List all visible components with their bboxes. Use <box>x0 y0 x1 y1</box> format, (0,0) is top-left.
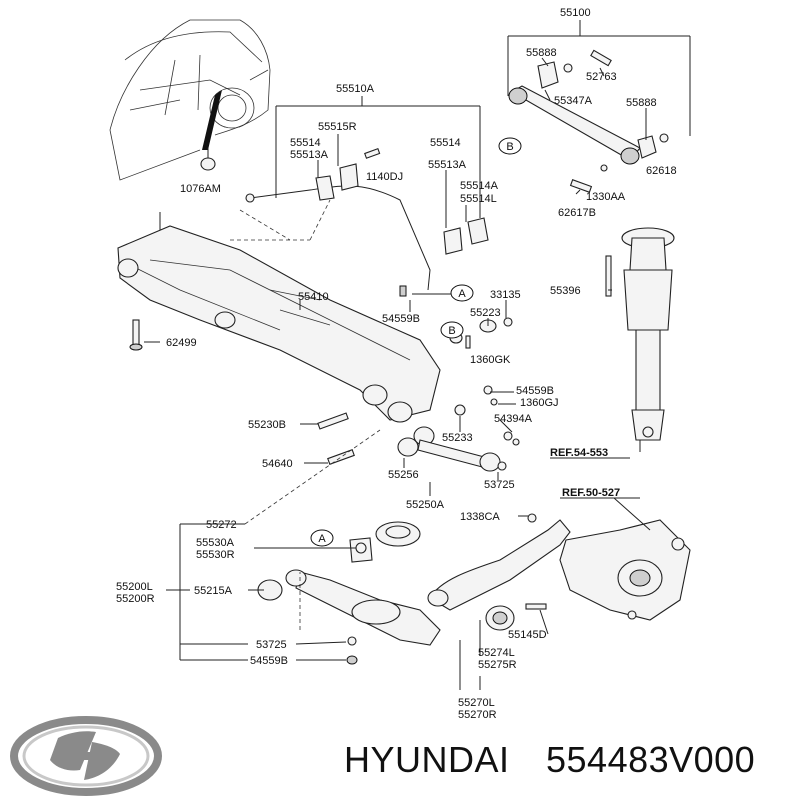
label-55514-left: 55514 <box>290 137 321 149</box>
label-55513A-right: 55513A <box>428 159 467 171</box>
car-outline-illustration <box>109 19 271 181</box>
label-55510A: 55510A <box>336 83 375 95</box>
label-62499: 62499 <box>166 337 197 349</box>
label-53725-lower: 53725 <box>256 639 287 651</box>
stabilizer-bar-illustration <box>245 148 489 297</box>
label-55514-right: 55514 <box>430 137 461 149</box>
label-55230B: 55230B <box>248 419 286 431</box>
label-1360GJ: 1360GJ <box>520 397 559 409</box>
lower-link-55250A-illustration <box>397 426 507 472</box>
label-55347A: 55347A <box>554 95 593 107</box>
label-55514A: 55514A <box>460 180 499 192</box>
label-55223: 55223 <box>470 307 501 319</box>
label-1338CA: 1338CA <box>460 511 500 523</box>
label-54559B-upper: 54559B <box>382 313 420 325</box>
label-55256: 55256 <box>388 469 419 481</box>
label-55250A: 55250A <box>406 499 445 511</box>
label-55145D: 55145D <box>508 629 547 641</box>
lower-arm-55200-illustration <box>257 521 441 665</box>
callout-b-lower <box>440 321 464 339</box>
label-ref-50-527: REF.50-527 <box>562 487 620 499</box>
label-1360GK: 1360GK <box>470 354 511 366</box>
trailing-arm-55270-illustration <box>427 513 691 631</box>
shock-absorber-illustration <box>605 227 675 441</box>
hardware-small-parts <box>317 317 520 465</box>
label-55233: 55233 <box>442 432 473 444</box>
callout-a-upper-label: A <box>458 288 466 300</box>
label-54559B-lower: 54559B <box>250 655 288 667</box>
part-number: 554483V000 <box>546 739 755 780</box>
label-62618: 62618 <box>646 165 677 177</box>
label-1076AM: 1076AM <box>180 183 221 195</box>
part-labels: 55100 55888 52763 55347A 55888 62618 133… <box>116 7 677 721</box>
callout-b-lower-label: B <box>448 325 455 337</box>
label-55100: 55100 <box>560 7 591 19</box>
label-33135: 33135 <box>490 289 521 301</box>
label-55215A: 55215A <box>194 585 233 597</box>
subframe-crossmember-illustration <box>117 212 441 423</box>
label-ref-54-553: REF.54-553 <box>550 447 608 459</box>
label-53725-upper: 53725 <box>484 479 515 491</box>
label-1330AA: 1330AA <box>586 191 626 203</box>
label-55270L: 55270L <box>458 697 495 709</box>
label-55274L: 55274L <box>478 647 515 659</box>
label-55410: 55410 <box>298 291 329 303</box>
callout-b-upper <box>498 137 522 155</box>
label-55530A: 55530A <box>196 537 235 549</box>
label-55888-upper: 55888 <box>526 47 557 59</box>
label-1140DJ: 1140DJ <box>366 171 403 183</box>
upper-link-55100-illustration <box>508 49 669 193</box>
brand-name: HYUNDAI <box>344 739 510 780</box>
callout-a-lower <box>310 529 334 547</box>
label-55272: 55272 <box>206 519 237 531</box>
callout-b-upper-label: B <box>506 141 513 153</box>
label-55513A-left: 55513A <box>290 149 329 161</box>
label-55200R: 55200R <box>116 593 155 605</box>
label-62617B: 62617B <box>558 207 596 219</box>
label-55200L: 55200L <box>116 581 153 593</box>
callout-markers: B A B A <box>310 137 522 547</box>
label-55270R: 55270R <box>458 709 497 721</box>
label-55515R: 55515R <box>318 121 357 133</box>
label-55530R: 55530R <box>196 549 235 561</box>
label-55396: 55396 <box>550 285 581 297</box>
label-52763: 52763 <box>586 71 617 83</box>
hyundai-logo <box>10 716 162 796</box>
callout-a-upper <box>450 284 474 302</box>
label-54394A: 54394A <box>494 413 533 425</box>
callout-a-lower-label: A <box>318 533 326 545</box>
label-54640: 54640 <box>262 458 293 470</box>
label-55275R: 55275R <box>478 659 517 671</box>
leader-lines <box>144 20 691 690</box>
label-55514L: 55514L <box>460 193 497 205</box>
label-54559B-middle: 54559B <box>516 385 554 397</box>
label-55888-lower: 55888 <box>626 97 657 109</box>
